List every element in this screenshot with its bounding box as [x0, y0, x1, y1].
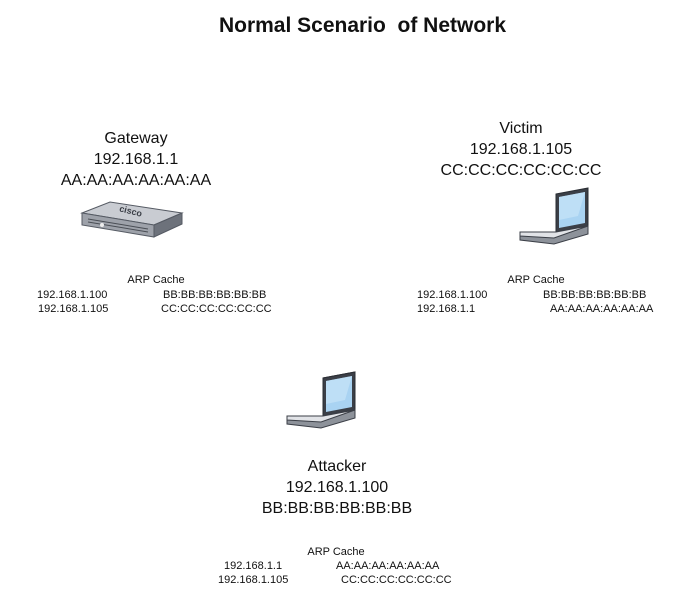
victim-ip: 192.168.1.105	[469, 141, 573, 158]
gateway-arp-title: ARP Cache	[127, 274, 185, 286]
laptop-icon	[286, 371, 356, 429]
gateway-arp-row-1-ip: 192.168.1.100	[37, 289, 108, 301]
victim-arp-title: ARP Cache	[507, 274, 565, 286]
attacker-arp-row-1-ip: 192.168.1.1	[224, 560, 283, 572]
attacker-arp-row-1-mac: AA:AA:AA:AA:AA:AA	[336, 560, 440, 572]
victim-arp-row-1-ip: 192.168.1.100	[417, 289, 488, 301]
gateway-label: Gateway 192.168.1.1 AA:AA:AA:AA:AA:AA	[36, 128, 236, 191]
victim-label: Victim 192.168.1.105 CC:CC:CC:CC:CC:CC	[420, 118, 622, 181]
attacker-arp-row-2-mac: CC:CC:CC:CC:CC:CC	[341, 574, 452, 586]
attacker-arp-row-2-ip: 192.168.1.105	[218, 574, 289, 586]
victim-arp-row-2-mac: AA:AA:AA:AA:AA:AA	[550, 303, 654, 315]
gateway-name: Gateway	[104, 130, 168, 147]
victim-arp-row-2-ip: 192.168.1.1	[417, 303, 476, 315]
gateway-ip: 192.168.1.1	[93, 151, 179, 168]
attacker-mac: BB:BB:BB:BB:BB:BB	[261, 500, 413, 517]
laptop-icon	[519, 187, 589, 245]
victim-mac: CC:CC:CC:CC:CC:CC	[440, 162, 602, 179]
gateway-mac: AA:AA:AA:AA:AA:AA	[60, 172, 212, 189]
attacker-arp-title: ARP Cache	[307, 546, 365, 558]
attacker-label: Attacker 192.168.1.100 BB:BB:BB:BB:BB:BB	[236, 456, 438, 519]
gateway-arp-row-2-mac: CC:CC:CC:CC:CC:CC	[161, 303, 272, 315]
gateway-arp-row-1-mac: BB:BB:BB:BB:BB:BB	[163, 289, 267, 301]
gateway-arp-row-2-ip: 192.168.1.105	[38, 303, 109, 315]
attacker-ip: 192.168.1.100	[285, 479, 389, 496]
victim-name: Victim	[499, 120, 543, 137]
router-icon: cisco	[80, 201, 184, 238]
attacker-name: Attacker	[307, 458, 367, 475]
diagram-title: Normal Scenario of Network	[218, 14, 507, 37]
victim-arp-row-1-mac: BB:BB:BB:BB:BB:BB	[543, 289, 647, 301]
